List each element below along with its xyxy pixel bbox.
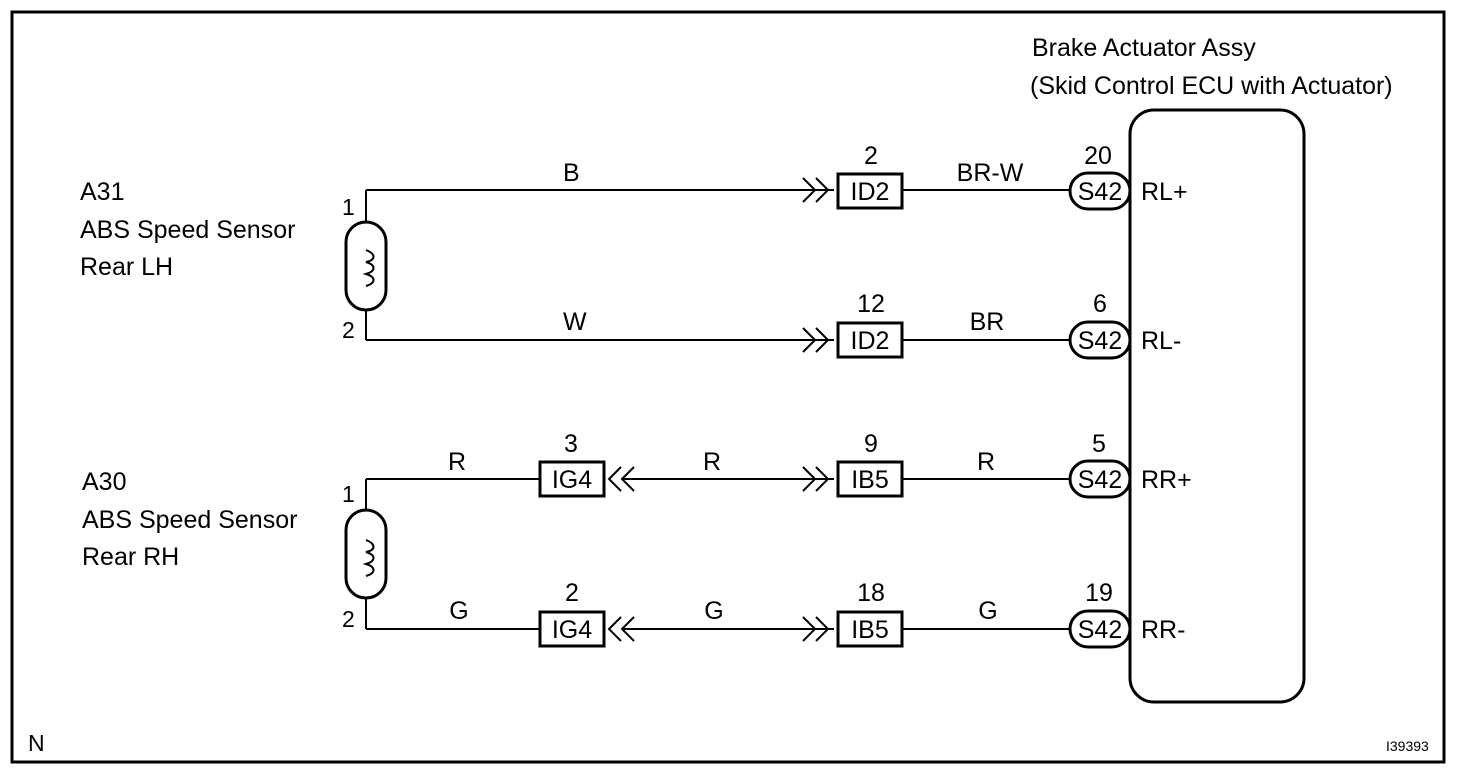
circuit-rr-minus: G 2 IG4 G 18 IB5 G 19 S42 RR- xyxy=(366,579,1185,649)
ecu-connector xyxy=(1068,459,1132,499)
diagram-frame xyxy=(10,10,1446,764)
ecu-connector-code: S42 xyxy=(1078,327,1122,355)
ecu-pin-number: 6 xyxy=(1093,290,1107,318)
ecu-connector-code: S42 xyxy=(1078,616,1122,644)
coil-icon xyxy=(362,249,375,287)
sensor-name-line1: ABS Speed Sensor xyxy=(80,216,295,244)
brake-actuator-ecu: Brake Actuator Assy (Skid Control ECU wi… xyxy=(1030,34,1393,704)
wire-color-label: G xyxy=(978,597,997,625)
sensor-body xyxy=(344,508,388,600)
connector-box xyxy=(538,610,606,648)
connector-code: IG4 xyxy=(552,616,592,644)
sensor-name-line1: ABS Speed Sensor xyxy=(82,506,297,534)
sensor-a31: A31 ABS Speed Sensor Rear LH 1 2 xyxy=(80,178,388,343)
connector-code: IB5 xyxy=(851,616,889,644)
corner-mark: N xyxy=(28,730,45,756)
sensor-a30: A30 ABS Speed Sensor Rear RH 1 2 xyxy=(82,468,388,632)
ecu-title-line1: Brake Actuator Assy xyxy=(1032,34,1256,62)
sensor-name-line2: Rear LH xyxy=(80,253,173,281)
connector-pin-number: 2 xyxy=(864,142,878,170)
connector-pin-number: 9 xyxy=(864,430,878,458)
connector-pin-number: 3 xyxy=(564,430,578,458)
ecu-terminal-label: RL- xyxy=(1141,327,1181,355)
connector-arrow-icon xyxy=(802,616,830,642)
circuit-rl-plus: B 2 ID2 BR-W 20 S42 RL+ xyxy=(366,142,1188,211)
connector-code: IB5 xyxy=(851,466,889,494)
ecu-terminal-label: RR- xyxy=(1141,616,1185,644)
ecu-pin-number: 5 xyxy=(1092,430,1106,458)
connector-box xyxy=(836,172,904,210)
connector-box xyxy=(538,460,606,498)
connector-code: ID2 xyxy=(851,327,890,355)
sensor-pin-bottom: 2 xyxy=(342,606,355,632)
connector-box xyxy=(836,321,904,359)
figure-id: I39393 xyxy=(1386,738,1429,754)
sensor-pin-bottom: 2 xyxy=(342,317,355,343)
wire-color-label: B xyxy=(563,159,580,187)
ecu-pin-number: 19 xyxy=(1085,579,1113,607)
connector-pin-number: 12 xyxy=(857,290,885,318)
coil-icon xyxy=(362,539,375,577)
ecu-title-line2: (Skid Control ECU with Actuator) xyxy=(1030,72,1393,100)
connector-box xyxy=(836,610,904,648)
sensor-body xyxy=(344,220,388,312)
circuit-rl-minus: W 12 ID2 BR 6 S42 RL- xyxy=(366,290,1181,360)
connector-code: IG4 xyxy=(552,466,592,494)
connector-arrow-icon xyxy=(802,327,830,353)
ecu-connector xyxy=(1068,320,1132,360)
connector-box xyxy=(836,460,904,498)
sensor-code: A31 xyxy=(80,178,124,206)
connector-code: ID2 xyxy=(851,178,890,206)
connector-pin-number: 18 xyxy=(857,579,885,607)
ecu-connector xyxy=(1068,609,1132,649)
wire-color-label: BR xyxy=(970,308,1005,336)
ecu-connector-code: S42 xyxy=(1078,466,1122,494)
ecu-body xyxy=(1128,108,1306,704)
connector-arrow-icon xyxy=(802,466,830,492)
wire-color-label: R xyxy=(448,448,466,476)
connector-arrow-icon xyxy=(802,177,830,203)
wire-color-label: G xyxy=(449,597,468,625)
wire-color-label: G xyxy=(704,597,723,625)
wire-color-label: BR-W xyxy=(957,159,1024,187)
ecu-terminal-label: RL+ xyxy=(1141,178,1188,206)
ecu-connector-code: S42 xyxy=(1078,178,1122,206)
circuit-rr-plus: R 3 IG4 R 9 IB5 R 5 S42 RR+ xyxy=(366,430,1192,499)
ecu-terminal-label: RR+ xyxy=(1141,466,1192,494)
sensor-code: A30 xyxy=(82,468,126,496)
sensor-pin-top: 1 xyxy=(342,194,355,220)
ecu-connector xyxy=(1068,171,1132,211)
connector-pin-number: 2 xyxy=(565,579,579,607)
sensor-pin-top: 1 xyxy=(342,481,355,507)
wire-color-label: R xyxy=(977,448,995,476)
wire-color-label: R xyxy=(703,448,721,476)
ecu-pin-number: 20 xyxy=(1084,142,1112,170)
wire-color-label: W xyxy=(563,308,587,336)
sensor-name-line2: Rear RH xyxy=(82,543,179,571)
